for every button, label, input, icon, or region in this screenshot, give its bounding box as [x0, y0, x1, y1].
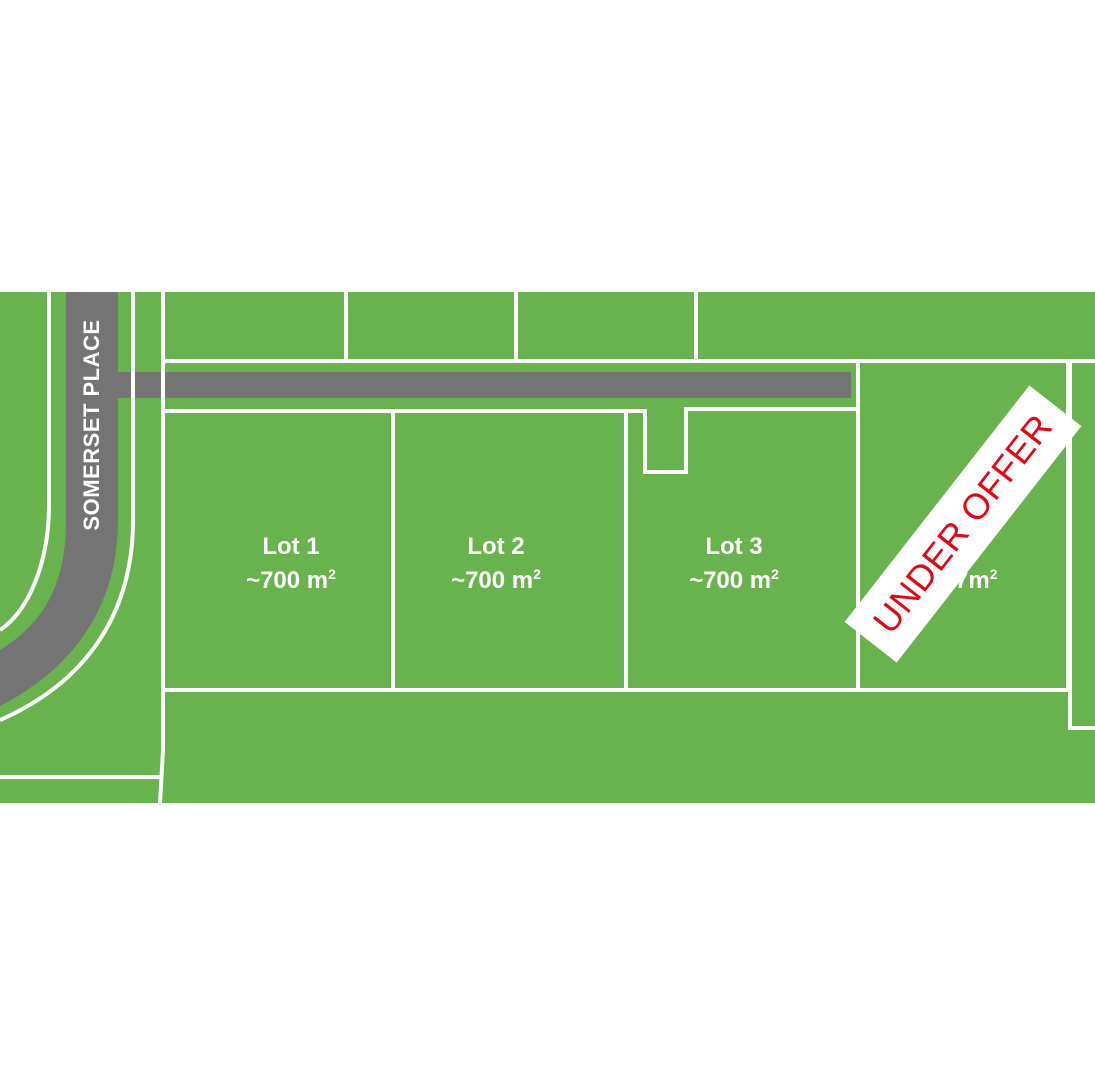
lot-area: ~700 m2: [689, 566, 779, 594]
lot-name: Lot 3: [705, 533, 763, 560]
lot-1-label[interactable]: Lot 1 ~700 m2: [221, 535, 361, 593]
boundary-line: [158, 292, 165, 804]
street-label: SOMERSET PLACE: [79, 319, 104, 531]
somerset-place-road: [0, 292, 118, 706]
lot-name: Lot 2: [467, 533, 525, 560]
lot-area: ~700 m2: [246, 566, 336, 594]
boundary-line: [0, 292, 51, 632]
lot-name: Lot 1: [262, 533, 320, 560]
lot-area: ~700 m2: [451, 566, 541, 594]
lot-3-label[interactable]: Lot 3 ~700 m2: [664, 535, 804, 593]
access-lane: [118, 372, 851, 398]
lot-2-label[interactable]: Lot 2 ~700 m2: [426, 535, 566, 593]
boundary-line: [0, 292, 135, 722]
